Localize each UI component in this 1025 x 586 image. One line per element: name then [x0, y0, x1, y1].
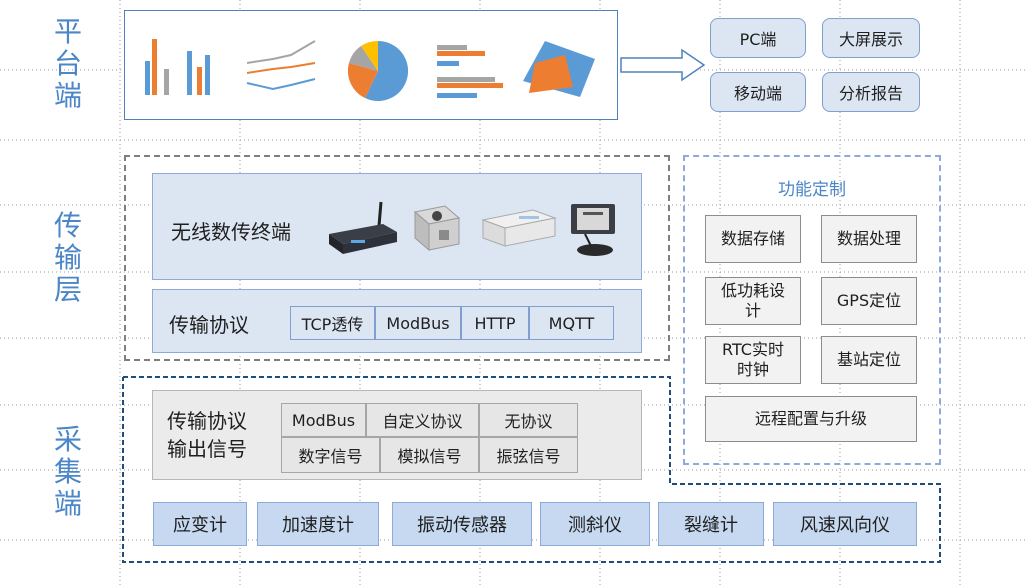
protocol-modbus: ModBus — [375, 306, 461, 340]
output-signal-label: 传输协议 输出信号 — [167, 407, 247, 463]
protocol-mqtt-label: MQTT — [548, 313, 595, 333]
sensor-inclinometer: 测斜仪 — [540, 502, 650, 546]
bar-chart-icon-2 — [187, 51, 210, 95]
layer-char: 平 — [53, 15, 82, 48]
protocol-mqtt: MQTT — [529, 306, 614, 340]
protocol-http: HTTP — [461, 306, 529, 340]
function-title: 功能定制 — [778, 180, 846, 200]
function-data-storage-label: 数据存储 — [720, 229, 785, 248]
sensor-anemometer-label: 风速风向仪 — [800, 515, 890, 536]
signal-custom-protocol: 自定义协议 — [366, 403, 479, 437]
output-report[interactable]: 分析报告 — [822, 72, 920, 112]
horizontal-bar-chart-icon — [437, 45, 503, 98]
dtu-device-4-image — [571, 204, 615, 256]
layer-char: 采 — [53, 423, 82, 456]
layer-char: 层 — [53, 273, 82, 306]
right-arrow-icon — [620, 48, 706, 82]
function-remote-config-label: 远程配置与升级 — [754, 409, 867, 428]
function-data-processing-label: 数据处理 — [836, 229, 901, 248]
signal-modbus: ModBus — [281, 403, 366, 437]
function-data-processing: 数据处理 — [821, 215, 917, 263]
signal-analog-label: 模拟信号 — [397, 447, 462, 466]
layer-char: 传 — [53, 209, 82, 242]
area-chart-icon — [523, 41, 595, 97]
layer-label-acquisition: 采 集 端 — [48, 424, 88, 520]
output-big-screen-label: 大屏展示 — [838, 30, 903, 49]
layer-char: 端 — [53, 79, 82, 112]
transport-layer-frame — [124, 155, 670, 361]
function-remote-config: 远程配置与升级 — [705, 396, 917, 442]
protocol-http-label: HTTP — [474, 313, 516, 333]
signal-modbus-label: ModBus — [291, 410, 356, 430]
signal-custom-protocol-label: 自定义协议 — [382, 412, 463, 431]
output-signal-label-line2: 输出信号 — [167, 437, 247, 461]
dtu-device-1-image — [329, 201, 397, 254]
layer-char: 输 — [53, 241, 82, 274]
signal-vibrating-wire-label: 振弦信号 — [496, 447, 561, 466]
function-rtc-label: RTC实时时钟 — [722, 340, 784, 379]
layer-label-platform: 平 台 端 — [48, 16, 88, 112]
signal-digital-label: 数字信号 — [298, 447, 363, 466]
layer-char: 端 — [53, 487, 82, 520]
function-customization-frame — [683, 155, 941, 465]
sensor-anemometer: 风速风向仪 — [773, 502, 917, 546]
layer-char: 台 — [53, 47, 82, 80]
layer-label-transport: 传 输 层 — [48, 210, 88, 306]
function-rtc: RTC实时时钟 — [705, 336, 801, 384]
sensor-crack-meter-label: 裂缝计 — [684, 515, 738, 536]
sensor-inclinometer-label: 测斜仪 — [568, 515, 622, 536]
function-gps-label: GPS定位 — [836, 291, 902, 310]
dtu-label: 无线数传终端 — [171, 220, 291, 244]
protocol-tcp-label: TCP透传 — [301, 315, 364, 334]
dtu-device-images — [329, 201, 615, 256]
output-mobile-label: 移动端 — [733, 84, 782, 103]
sensor-strain-gauge-label: 应变计 — [173, 515, 227, 536]
sensor-accelerometer-label: 加速度计 — [282, 515, 354, 536]
signal-no-protocol-label: 无协议 — [504, 412, 553, 431]
function-data-storage: 数据存储 — [705, 215, 801, 263]
dtu-box: 无线数传终端 — [152, 173, 642, 280]
sensor-vibration: 振动传感器 — [392, 502, 532, 546]
output-pc-label: PC端 — [739, 30, 777, 49]
protocol-modbus-label: ModBus — [386, 313, 450, 333]
bar-chart-icon — [145, 39, 169, 95]
output-mobile[interactable]: 移动端 — [710, 72, 806, 112]
line-chart-icon — [246, 40, 316, 91]
sensor-vibration-label: 振动传感器 — [417, 515, 507, 536]
platform-charts-panel — [124, 10, 618, 120]
signal-digital: 数字信号 — [281, 437, 380, 473]
signal-no-protocol: 无协议 — [479, 403, 578, 437]
transport-protocol-label: 传输协议 — [169, 313, 249, 337]
output-signal-label-line1: 传输协议 — [167, 409, 247, 433]
chart-icons — [145, 39, 595, 101]
signal-analog: 模拟信号 — [380, 437, 479, 473]
function-gps: GPS定位 — [821, 277, 917, 325]
output-pc[interactable]: PC端 — [710, 18, 806, 58]
dtu-device-2-image — [413, 205, 461, 252]
sensor-strain-gauge: 应变计 — [153, 502, 247, 546]
pie-chart-icon — [347, 40, 409, 101]
output-big-screen[interactable]: 大屏展示 — [822, 18, 920, 58]
layer-char: 集 — [53, 455, 82, 488]
signal-vibrating-wire: 振弦信号 — [479, 437, 578, 473]
output-report-label: 分析报告 — [838, 84, 903, 103]
function-low-power: 低功耗设计 — [705, 277, 801, 325]
function-low-power-label: 低功耗设计 — [720, 281, 785, 320]
sensor-crack-meter: 裂缝计 — [658, 502, 764, 546]
function-base-station-label: 基站定位 — [836, 350, 901, 369]
acquisition-layer-frame — [122, 376, 941, 563]
protocol-tcp: TCP透传 — [290, 306, 375, 340]
sensor-accelerometer: 加速度计 — [257, 502, 379, 546]
function-base-station: 基站定位 — [821, 336, 917, 384]
dtu-device-3-image — [481, 209, 557, 247]
